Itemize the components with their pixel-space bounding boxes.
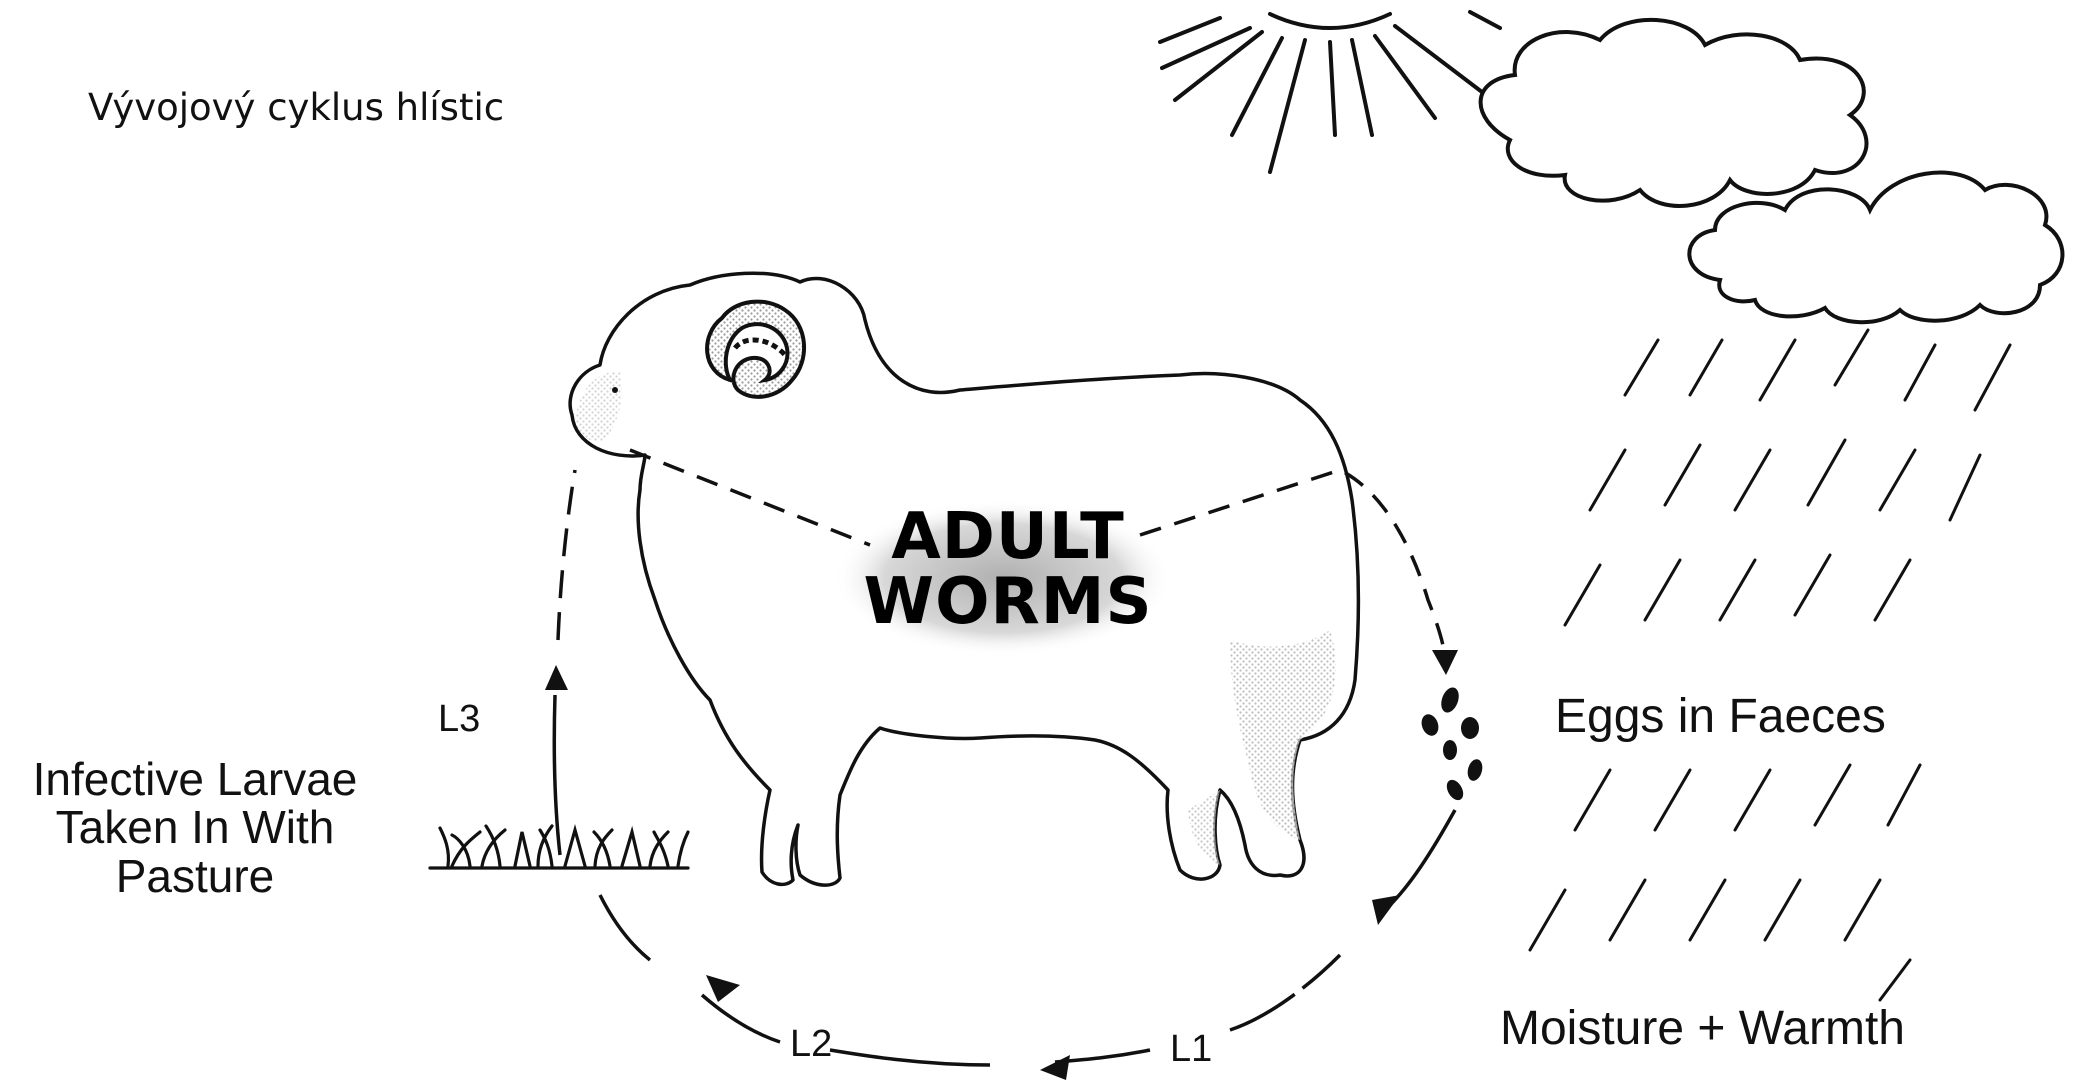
eggs-icon <box>1419 685 1485 803</box>
infective-line2: Taken In With <box>10 803 380 851</box>
cloud-icon <box>1689 173 2062 323</box>
eggs-in-faeces-label: Eggs in Faeces <box>1555 693 1886 741</box>
cloud-icon <box>1481 20 1867 206</box>
infective-line1: Infective Larvae <box>10 755 380 803</box>
infective-larvae-label: Infective Larvae Taken In With Pasture <box>10 755 380 900</box>
rain-icon <box>1530 330 2010 1000</box>
stage-l2-label: L2 <box>790 1025 832 1063</box>
slide-title: Vývojový cyklus hlístic <box>88 86 504 129</box>
adult-worms-label: ADULT WORMS <box>838 505 1178 636</box>
stage-l1-label: L1 <box>1170 1030 1212 1068</box>
stage-l3-label: L3 <box>438 700 480 738</box>
adult-worms-line1: ADULT <box>838 505 1178 570</box>
infective-line3: Pasture <box>10 852 380 900</box>
arrow-head <box>1432 650 1458 675</box>
sun-icon <box>1160 12 1500 172</box>
moisture-warmth-label: Moisture + Warmth <box>1500 1005 1905 1053</box>
adult-worms-line2: WORMS <box>838 570 1178 635</box>
